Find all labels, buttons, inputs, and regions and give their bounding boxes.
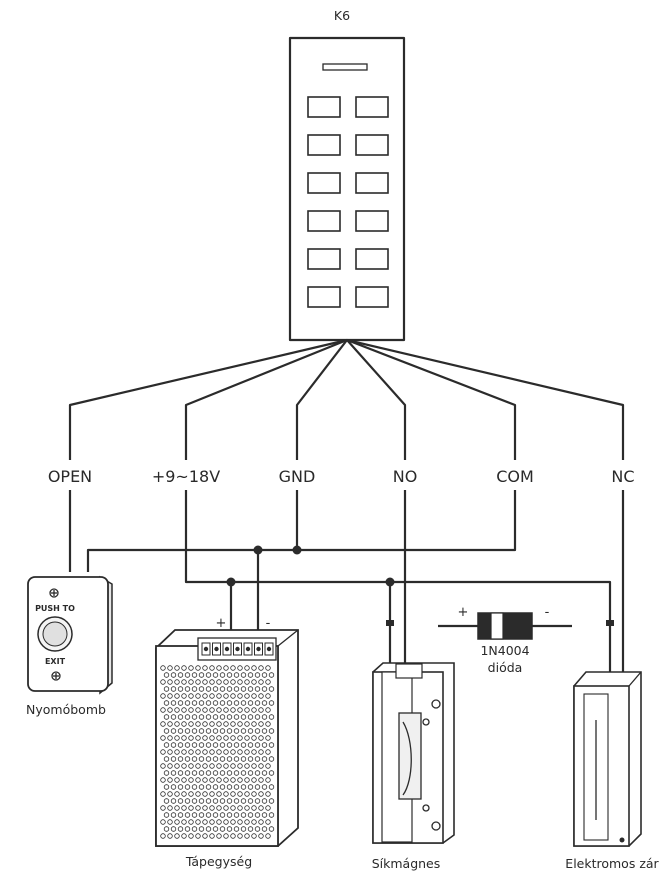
- keypad-keys: [307, 96, 389, 308]
- keypad-key: [355, 172, 389, 194]
- psu-vent-grid: [160, 665, 275, 839]
- diode-symbol: + -: [438, 605, 572, 640]
- keypad-key: [307, 96, 341, 118]
- exit-button: PUSH TO EXIT: [27, 575, 113, 695]
- diode-plus-label: +: [458, 605, 469, 620]
- maglock-caption: Elektromos zár: [565, 856, 659, 871]
- terminal-label-no: NO: [393, 467, 418, 486]
- electric-strike: [372, 662, 455, 844]
- magnetic-lock: [573, 671, 642, 847]
- keypad-key: [355, 134, 389, 156]
- keypad-device: [288, 36, 406, 342]
- psu-plus-label: +: [216, 616, 227, 631]
- diode-name-label: dióda: [488, 660, 523, 675]
- power-supply: + -: [155, 616, 299, 847]
- keypad-key: [355, 248, 389, 270]
- terminal-label-com: COM: [496, 467, 534, 486]
- terminal-label-gnd: GND: [279, 467, 316, 486]
- wire-nc: [346, 338, 625, 460]
- power-supply-caption: Tápegység: [185, 854, 252, 869]
- keypad-key: [307, 248, 341, 270]
- bus-wiring: [68, 490, 625, 680]
- diode-part-label: 1N4004: [480, 643, 529, 658]
- terminal-label-nc: NC: [611, 467, 634, 486]
- psu-terminal-block: [201, 642, 274, 656]
- keypad-key: [307, 210, 341, 232]
- strike-caption: Síkmágnes: [372, 856, 441, 871]
- wire-com: [346, 338, 517, 460]
- keypad-key: [307, 172, 341, 194]
- wire-no: [346, 339, 407, 460]
- psu-minus-label: -: [266, 616, 271, 631]
- diode-minus-label: -: [545, 605, 550, 620]
- device-title: K6: [334, 8, 350, 23]
- keypad-key: [355, 96, 389, 118]
- exit-button-bottom-text: EXIT: [45, 657, 66, 666]
- keypad-key: [355, 286, 389, 308]
- exit-button-top-text: PUSH TO: [35, 604, 75, 613]
- exit-button-caption: Nyomóbomb: [26, 702, 106, 717]
- wire-open: [68, 338, 348, 460]
- keypad-key: [307, 134, 341, 156]
- terminal-wires: [68, 338, 625, 460]
- terminal-label-open: OPEN: [48, 467, 92, 486]
- indicator-slot: [322, 63, 368, 71]
- keypad-key: [355, 210, 389, 232]
- wire-gnd: [295, 339, 348, 460]
- terminal-labels: OPEN +9~18V GND NO COM NC: [48, 467, 635, 486]
- terminal-label-power: +9~18V: [152, 467, 220, 486]
- keypad-key: [307, 286, 341, 308]
- wire-power: [184, 338, 348, 460]
